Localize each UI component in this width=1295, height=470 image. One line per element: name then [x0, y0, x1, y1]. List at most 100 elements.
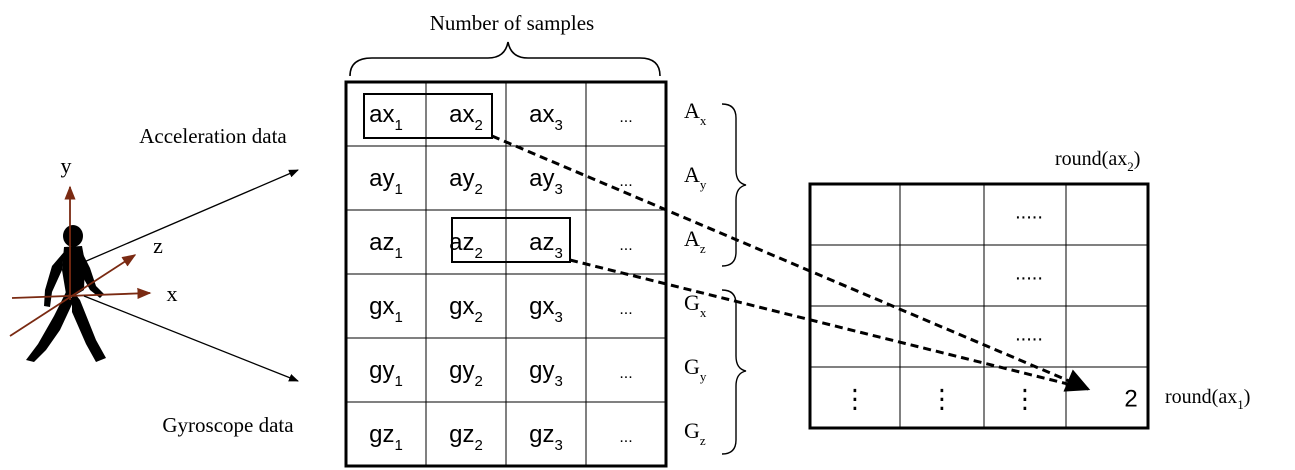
cell-base: ... [619, 109, 632, 126]
cell-subscript: 3 [555, 437, 563, 454]
table-cell: ax1 [369, 101, 403, 134]
table-cell: ... [619, 237, 632, 254]
table-cell: ... [619, 365, 632, 382]
table-cell: ay2 [449, 165, 483, 198]
row-label: Gx [684, 290, 707, 320]
grid-right-label: round(ax1) [1165, 386, 1250, 412]
image-grid: ...............⋮⋮⋮2 [808, 182, 1150, 430]
cell-subscript: 2 [475, 181, 483, 198]
table-cell: ... [619, 301, 632, 318]
dashed-arrow-ax [491, 134, 1091, 392]
row-label-subscript: z [700, 241, 706, 256]
grid-dots-horizontal: ..... [1015, 324, 1043, 346]
row-label-subscript: x [700, 113, 707, 128]
row-label-subscript: y [700, 369, 707, 384]
row-label-subscript: x [700, 305, 707, 320]
cell-base: az [449, 229, 474, 256]
table-cell: ay3 [529, 165, 563, 198]
table-cell: gz3 [529, 421, 563, 454]
table-cell: ax2 [449, 101, 483, 134]
grid-dots-horizontal: ..... [1015, 263, 1043, 285]
row-label: Ay [684, 162, 707, 192]
axis-label-y: y [61, 153, 72, 178]
cell-subscript: 3 [555, 309, 563, 326]
cell-base: ... [619, 429, 632, 446]
row-label-base: G [684, 354, 700, 379]
row-label: Gz [684, 418, 706, 448]
table-cell: gy2 [449, 357, 483, 390]
axis-label-x: x [167, 281, 178, 306]
x-axis-line [11, 287, 152, 300]
cell-base: ... [619, 237, 632, 254]
acceleration-label: Acceleration data [139, 124, 287, 148]
row-label-base: A [684, 98, 700, 123]
cell-base: ay [529, 165, 554, 192]
table-cell: ... [619, 173, 632, 190]
cell-subscript: 3 [555, 181, 563, 198]
table-cell: gz2 [449, 421, 483, 454]
axes-group [9, 185, 152, 337]
cell-base: ay [449, 165, 474, 192]
table-cell: gy1 [369, 357, 403, 390]
cell-subscript: 1 [395, 181, 403, 198]
row-label-base: A [684, 226, 700, 251]
table-cell: gx3 [529, 293, 563, 326]
table-cell: az3 [529, 229, 563, 262]
grid-value: 2 [1124, 386, 1137, 413]
row-label: Ax [684, 98, 707, 128]
cell-base: gy [369, 357, 394, 384]
cell-base: gx [369, 293, 394, 320]
samples-brace [349, 41, 661, 77]
cell-base: ax [369, 101, 394, 128]
cell-subscript: 1 [395, 437, 403, 454]
cell-base: gz [449, 421, 474, 448]
highlight-az2-az3 [451, 217, 571, 263]
cell-base: ... [619, 365, 632, 382]
grid-top-label-sub: 2 [1127, 159, 1134, 174]
table-cell: gx1 [369, 293, 403, 326]
grid-dots-vertical: ⋮ [1012, 384, 1038, 414]
cell-base: ... [619, 301, 632, 318]
cell-subscript: 1 [395, 117, 403, 134]
grid-top-label-post: ) [1134, 148, 1141, 170]
accel-brace [721, 103, 747, 267]
table-cell: gx2 [449, 293, 483, 326]
dashed-arrow-az [569, 258, 1089, 391]
cell-subscript: 2 [475, 117, 483, 134]
grid-right-label-post: ) [1244, 386, 1251, 408]
row-label: Az [684, 226, 706, 256]
row-label: Gy [684, 354, 707, 384]
cell-subscript: 3 [555, 245, 563, 262]
table-cell: az1 [369, 229, 403, 262]
samples-label: Number of samples [430, 11, 594, 35]
table-cell: ... [619, 109, 632, 126]
row-label-subscript: z [700, 433, 706, 448]
grid-dots-horizontal: ..... [1015, 202, 1043, 224]
table-cell: ax3 [529, 101, 563, 134]
table-cell: ay1 [369, 165, 403, 198]
cell-subscript: 3 [555, 117, 563, 134]
person-figure-icon [26, 225, 106, 362]
cell-subscript: 2 [475, 437, 483, 454]
highlight-ax1-ax2 [363, 93, 493, 139]
cell-base: az [369, 229, 394, 256]
table-cell: az2 [449, 229, 483, 262]
gyroscope-label: Gyroscope data [162, 413, 294, 437]
cell-base: ay [369, 165, 394, 192]
grid-top-label-pre: round(ax [1055, 148, 1127, 170]
cell-base: ax [529, 101, 554, 128]
cell-subscript: 1 [395, 245, 403, 262]
cell-subscript: 2 [475, 309, 483, 326]
table-cell: gz1 [369, 421, 403, 454]
gyroscope-arrow [83, 295, 299, 382]
cell-subscript: 2 [475, 245, 483, 262]
cell-base: az [529, 229, 554, 256]
cell-base: gx [449, 293, 474, 320]
row-label-subscript: y [700, 177, 707, 192]
grid-right-label-pre: round(ax [1165, 386, 1237, 408]
cell-base: gz [369, 421, 394, 448]
